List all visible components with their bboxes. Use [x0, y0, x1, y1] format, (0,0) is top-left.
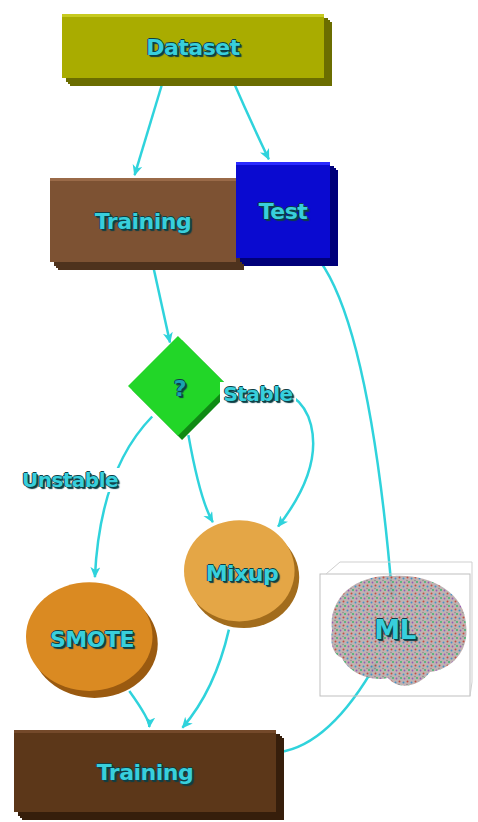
model-label: ML: [340, 600, 450, 660]
node-text: Dataset: [146, 35, 240, 60]
flow-arrow: [95, 417, 152, 578]
test-box: Test: [236, 162, 330, 258]
process-box: Training: [14, 730, 276, 812]
flow-arrow: [153, 265, 170, 343]
node-text: Mixup: [206, 561, 279, 586]
process-box: Training: [50, 178, 236, 262]
flow-arrow: [188, 435, 212, 522]
edge-label: Unstable: [19, 468, 121, 492]
node-text: ?: [174, 376, 186, 401]
node-text: Test: [259, 199, 308, 224]
flow-arrow: [129, 691, 149, 727]
edge-label: Stable: [220, 382, 295, 406]
node-text: ML: [374, 615, 415, 645]
flow-arrow: [182, 630, 229, 728]
flow-arrow: [279, 663, 377, 753]
node-text: SMOTE: [50, 627, 134, 652]
decision-diamond: ?: [128, 336, 232, 440]
dataset-box: Dataset: [62, 14, 324, 78]
node-text: Training: [97, 760, 193, 785]
flow-arrow: [135, 81, 163, 175]
flow-arrow: [233, 81, 269, 160]
flow-arrow: [320, 260, 393, 597]
node-text: Training: [95, 209, 191, 234]
method-circle: SMOTE: [26, 580, 158, 698]
method-circle: Mixup: [184, 518, 299, 628]
